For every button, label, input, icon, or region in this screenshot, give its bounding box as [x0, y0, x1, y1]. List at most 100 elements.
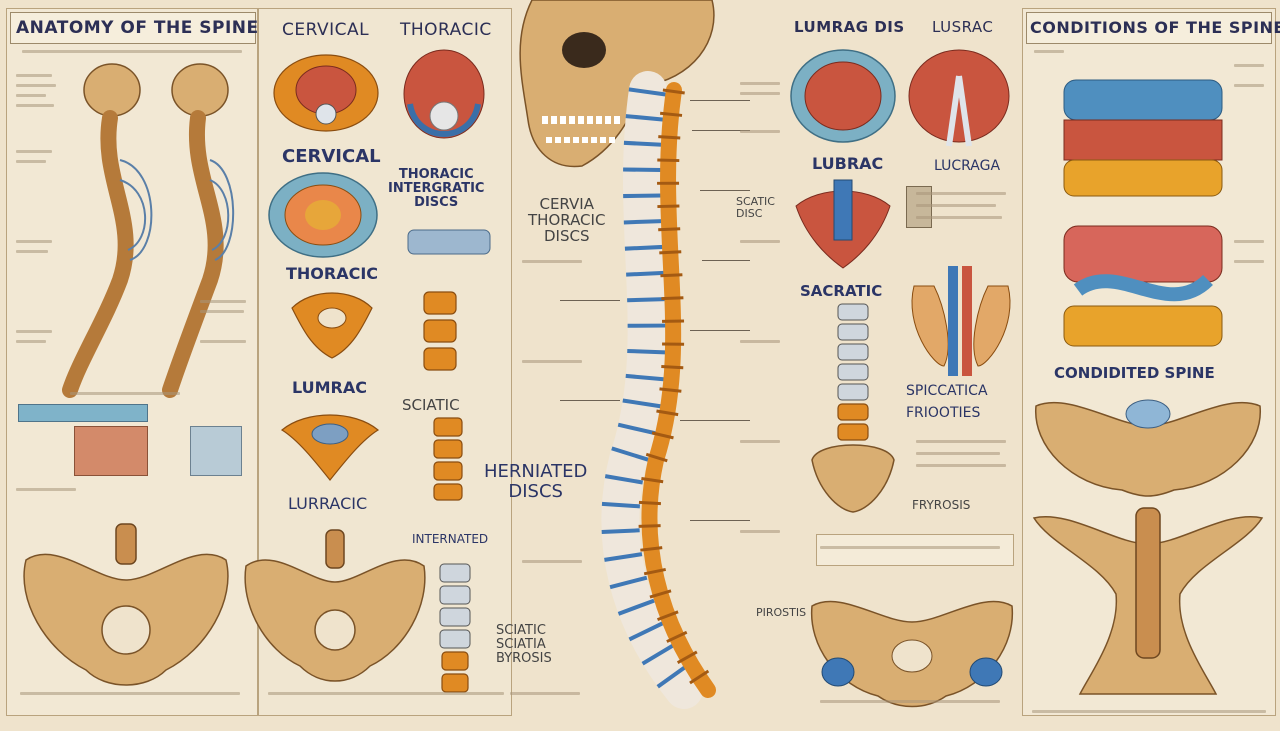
header-lusrac: LUSRAC	[932, 18, 994, 36]
left-image-card-3	[190, 426, 242, 476]
col2-thoracic-label: THORACIC	[286, 264, 379, 283]
annotation-line	[268, 692, 504, 695]
annotation-line	[740, 130, 780, 133]
annotation-line	[16, 240, 52, 243]
leader-line	[680, 420, 750, 421]
leader-line	[700, 190, 750, 191]
annotation-line	[200, 300, 246, 303]
col2-thoracic-intergratic-label: THORACIC INTERGRATIC DISCS	[388, 167, 485, 210]
lusrac-disc-top-illustration	[908, 49, 1010, 147]
annotation-line	[916, 216, 1002, 219]
central-skull-illustration	[519, 0, 715, 168]
disc-layer-illustration-2	[1063, 225, 1223, 347]
annotation-line	[70, 392, 180, 395]
vertebra-stack-small-illustration	[423, 291, 457, 371]
annotation-line	[1234, 84, 1264, 87]
annotation-line	[16, 74, 52, 77]
annotation-line	[820, 546, 1000, 549]
right-conditioned-label: CONDIDITED SPINE	[1054, 364, 1215, 382]
annotation-line	[16, 104, 54, 107]
col4-note-box	[816, 534, 1014, 566]
annotation-line	[22, 50, 242, 53]
annotation-line	[16, 150, 52, 153]
leader-line	[560, 400, 620, 401]
annotation-line	[740, 530, 780, 533]
leader-line	[690, 100, 750, 101]
cervical-disc-top-illustration	[273, 54, 379, 132]
pelvis-right-center-illustration	[810, 600, 1014, 708]
annotation-line	[1034, 50, 1064, 53]
col4-fryrosis-label: FRYROSIS	[912, 498, 971, 512]
annotation-line	[740, 340, 780, 343]
annotation-line	[522, 260, 582, 263]
annotation-line	[820, 700, 1000, 703]
pelvis-right-bottom-illustration	[1032, 507, 1264, 695]
pelvis-second-illustration	[244, 529, 426, 682]
leader-line	[692, 130, 750, 131]
header-cervical: CERVICAL	[282, 20, 370, 40]
spine-column-small-illustration	[439, 563, 471, 693]
annotation-line	[20, 692, 240, 695]
annotation-line	[16, 84, 56, 87]
annotation-line	[200, 310, 244, 313]
annotation-line	[1234, 64, 1264, 67]
annotation-line	[740, 240, 780, 243]
pelvis-left-illustration	[23, 523, 229, 686]
annotation-line	[916, 204, 996, 207]
annotation-line	[522, 560, 582, 563]
leader-line	[702, 260, 750, 261]
left-title: ANATOMY OF THE SPINE	[16, 18, 259, 38]
skeleton-left-illustration	[62, 63, 235, 398]
center-herniated-label: HERNIATED DISCS	[484, 461, 588, 502]
right-title: CONDITIONS OF THE SPINE	[1030, 18, 1280, 37]
annotation-line	[740, 92, 780, 95]
col2-lumrac-label: LUMRAC	[292, 378, 367, 397]
annotation-line	[740, 440, 780, 443]
right-title-bar	[1026, 12, 1272, 44]
annotation-line	[916, 464, 1006, 467]
vertebra-top-view-illustration	[291, 292, 373, 359]
thoracic-disc-round-illustration	[268, 172, 378, 258]
annotation-line	[16, 250, 48, 253]
central-spine-illustration	[601, 71, 717, 709]
annotation-line	[1032, 710, 1266, 713]
center-cervia-thoracic-label: CERVIA THORACIC DISCS	[528, 195, 606, 245]
annotation-line	[16, 340, 46, 343]
annotation-line	[1234, 260, 1264, 263]
col2-lurracic-label: LURRACIC	[288, 494, 368, 513]
pelvis-right-top-illustration	[1035, 399, 1261, 497]
annotation-line	[740, 82, 780, 85]
annotation-line	[16, 488, 76, 491]
annotation-line	[916, 452, 1000, 455]
col4-spiccatica-label: SPICCATICA FRIOOTIES	[906, 383, 988, 421]
annotation-line	[522, 360, 582, 363]
col2-sciatic-label: SCIATIC	[402, 396, 460, 414]
col4-sacratic-label: SACRATIC	[800, 282, 883, 300]
spinal-cord-illustration	[911, 266, 1011, 376]
disc-layer-illustration-1	[1063, 79, 1223, 197]
thoracic-disc-top-illustration	[403, 49, 485, 139]
sacrum-small-illustration	[433, 417, 463, 501]
lumbar-vertebra-illustration	[280, 414, 380, 481]
leader-line	[560, 300, 620, 301]
annotation-line	[510, 692, 580, 695]
col4-lubrac-label: LUBRAC	[812, 154, 884, 173]
annotation-line	[916, 440, 1006, 443]
thoracic-vertebra-side-illustration	[407, 229, 491, 255]
annotation-line	[1234, 240, 1264, 243]
annotation-line	[16, 160, 46, 163]
center-sciatic-label: SCIATIC SCIATIA BYROSIS	[496, 623, 552, 666]
left-image-card-1	[18, 404, 148, 422]
leader-line	[690, 330, 750, 331]
col4-scatic-disc-label: SCATIC DISC	[736, 195, 775, 220]
col2-internated-label: INTERNATED	[412, 532, 489, 546]
lumbar-disc-top-illustration	[790, 49, 896, 143]
annotation-line	[16, 330, 52, 333]
left-title-bar	[10, 12, 256, 44]
col2-cervical-label: CERVICAL	[282, 146, 381, 167]
header-thoracic: THORACIC	[400, 20, 492, 40]
header-lumbar-disc: LUMRAG DIS	[794, 18, 905, 36]
annotation-line	[916, 192, 1006, 195]
left-image-card-2	[74, 426, 148, 476]
